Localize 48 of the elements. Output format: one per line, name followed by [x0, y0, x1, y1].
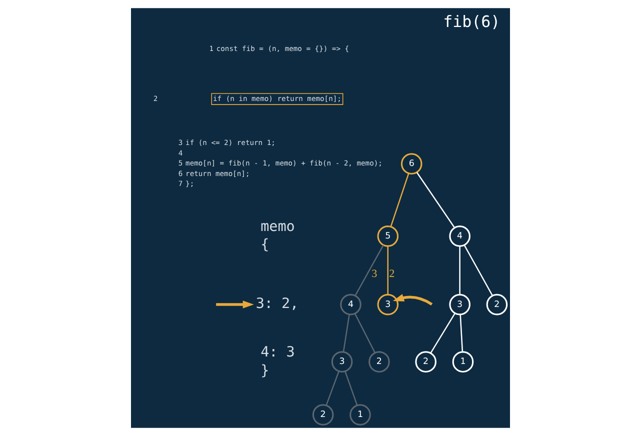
label: const fib = (n, memo = {}) => {	[216, 44, 349, 53]
node-circle: 1	[452, 351, 474, 373]
node-circle: 4	[448, 226, 470, 247]
label: 4	[178, 148, 182, 158]
connector	[342, 314, 350, 352]
arrow	[216, 300, 254, 308]
edge-label: 2	[388, 268, 394, 280]
connector	[390, 173, 409, 227]
node-circle: 1	[349, 404, 370, 426]
label: memo	[260, 218, 294, 235]
node-circle: 3	[448, 294, 470, 316]
label: 6	[178, 168, 182, 178]
connector	[354, 313, 376, 354]
node-circle: 6	[400, 153, 422, 175]
label: 5	[178, 158, 182, 168]
label: 2	[152, 94, 158, 103]
label: if (n <= 2) return 1;	[185, 138, 275, 148]
node-box: if (n in memo) return memo[n];	[210, 93, 343, 105]
node-circle: 2	[312, 404, 334, 426]
node-circle: 2	[414, 351, 436, 373]
node-circle: 2	[486, 294, 508, 316]
node-circle: 3	[330, 351, 352, 373]
label: {	[260, 237, 269, 254]
connector	[463, 244, 493, 296]
connector	[416, 172, 455, 228]
diagram-title: fib(6)	[442, 12, 500, 32]
connector	[354, 244, 384, 296]
arrow	[392, 294, 432, 306]
node-circle: 3	[376, 294, 398, 316]
label: 3	[178, 138, 182, 148]
connector	[458, 246, 460, 295]
label: memo[n] = fib(n - 1, memo) + fib(n - 2, memo);	[185, 158, 382, 168]
connector	[344, 371, 358, 406]
connector	[430, 313, 455, 354]
edge-label: 3	[371, 268, 377, 280]
node-circle: 5	[376, 226, 398, 247]
label: 7	[178, 179, 182, 188]
node-circle: 2	[368, 351, 390, 373]
label: 4: 3	[260, 344, 294, 361]
label: };	[185, 179, 194, 188]
connector	[459, 314, 463, 352]
label: }	[260, 362, 269, 379]
connector	[386, 246, 388, 295]
node-text: 3: 2,	[255, 296, 298, 312]
node-circle: 4	[340, 294, 361, 316]
label: 1	[208, 44, 214, 53]
label: return memo[n];	[185, 168, 250, 178]
connector	[325, 371, 339, 406]
